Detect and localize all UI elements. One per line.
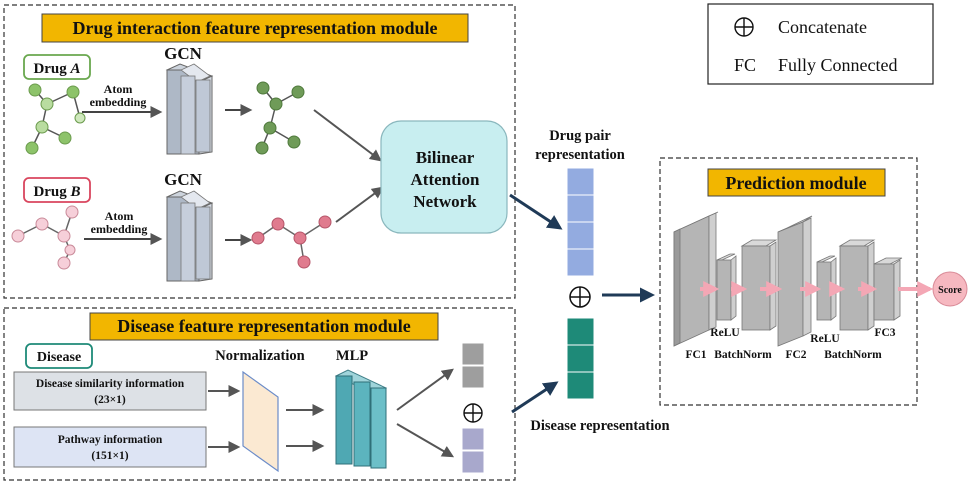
pathway-label-1: Pathway information [58,434,163,446]
pathway-embedding-vector [461,427,485,474]
bilinear-attention-box [380,120,508,234]
drug-a-label: Drug A [33,61,80,77]
disease-to-disease-vector-arrow [511,381,559,414]
disease-representation-label: Disease representation [530,418,669,434]
disease-tag-label: Disease [37,350,81,365]
fc2-layer [777,215,813,347]
relu2-label: ReLU [810,333,840,345]
atom-label-a-2: embedding [90,95,147,109]
middle-section: Drug pair representation Disease represe… [509,128,670,434]
drug-b-result-nodes [251,215,332,269]
arrow-b-to-bilinear [335,186,384,223]
pathway-box [13,426,207,468]
gcn-block-b [165,190,214,282]
mlp-to-sim-vec-arrow [396,368,454,411]
drug-b-tag [23,177,91,203]
drug-a-graph [31,89,81,149]
drug-b-nodes [11,205,79,270]
pathway-label-2: (151×1) [91,450,128,462]
disease-module-title: Disease feature representation module [117,316,410,336]
drug-b-label: Drug B [33,184,80,200]
atom-label-a-1: Atom [104,82,133,96]
disease-module-title-box [89,312,439,341]
batchnorm2-layer [838,239,876,331]
fc3-label: FC3 [874,327,895,339]
score-label: Score [938,285,962,296]
mlp-label: MLP [336,348,368,364]
drug-module: Drug interaction feature representation … [3,4,516,299]
fc1-layer [673,211,719,347]
gcn-block-a [165,63,214,155]
disease-tag [25,343,93,369]
arrow-a-to-bilinear [313,109,382,162]
fc-legend-label: Fully Connected [778,55,898,75]
prediction-module-border [659,157,918,406]
legend-border [707,3,934,85]
drug-pair-label-1: Drug pair [549,128,611,144]
disease-vector [566,317,595,400]
drug-a-nodes [25,83,86,155]
normalization-plane [242,370,279,473]
bilinear-label-1: Bilinear [416,148,475,167]
mlp-block [334,369,388,469]
prediction-module-title-box [707,168,886,197]
atom-label-b-2: embedding [91,222,148,236]
fc1-label: FC1 [685,349,706,361]
score-node [932,271,968,307]
gcn-label-b: GCN [164,170,203,189]
disease-similarity-label-2: (23×1) [94,394,126,406]
drug-a-tag [23,54,91,80]
drug-pair-label-2: representation [535,147,625,163]
batchnorm1-layer [740,239,778,331]
drug-module-title-box [41,13,469,43]
drug-a-result-nodes [255,81,305,155]
prediction-module: Prediction module [659,157,968,406]
batchnorm2-label: BatchNorm [824,349,882,361]
fc3-layer [873,257,903,321]
disease-module-border [3,307,516,481]
concat-legend-label: Concatenate [778,17,867,37]
relu-bn1-layer [716,253,737,321]
legend-box: Concatenate FC Fully Connected [707,3,934,85]
bilinear-to-drug-pair-arrow [509,193,563,230]
relu1-label: ReLU [710,327,740,339]
similarity-embedding-vector [461,342,485,389]
drug-b-result-graph [257,221,326,263]
fc-legend-abbr: FC [734,55,756,75]
bilinear-label-3: Network [413,192,477,211]
fc2-label: FC2 [785,349,806,361]
disease-similarity-label-1: Disease similarity information [36,378,185,390]
batchnorm1-label: BatchNorm [714,349,772,361]
disease-module: Disease feature representation module Di… [3,307,516,481]
atom-label-b-1: Atom [105,209,134,223]
prediction-module-title: Prediction module [725,173,866,193]
normalization-label: Normalization [215,348,304,364]
drug-pair-vector [566,167,595,277]
drug-module-title: Drug interaction feature representation … [73,18,438,38]
disease-similarity-box [13,371,207,411]
bilinear-label-2: Attention [411,170,480,189]
gcn-label-a: GCN [164,44,203,63]
mlp-to-path-vec-arrow [396,423,455,458]
drug-module-border [3,4,516,299]
